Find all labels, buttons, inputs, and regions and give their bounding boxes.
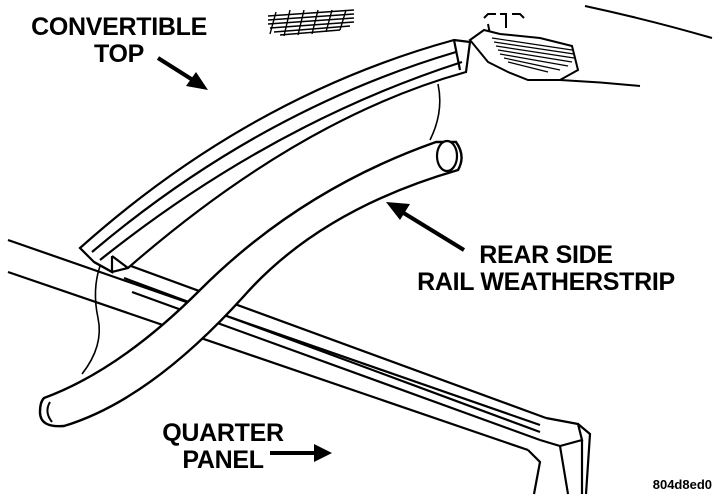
convertible-top-label-line1: CONVERTIBLE [31,13,207,41]
rear-side-label-line2: RAIL WEATHERSTRIP [417,268,675,296]
arrow-rear-side-rail [386,202,466,252]
arrow-convertible-top [156,56,208,90]
quarter-panel-label: QUARTER PANEL [148,420,298,474]
convertible-top-label-line2: TOP [93,40,145,68]
quarter-panel-label-line1: QUARTER [162,419,284,447]
top-fabric [468,28,641,87]
hatched-patch [267,9,355,37]
roof-edge-line [584,5,713,39]
rear-side-label-line1: REAR SIDE [479,241,613,269]
drape-lines [81,83,441,375]
convertible-top-label: CONVERTIBLE TOP [14,14,224,68]
figure-code: 804d8ed0 [652,477,712,492]
arrow-quarter-panel [270,444,332,462]
convertible-top-rail [78,38,472,274]
rear-side-rail-weatherstrip-label: REAR SIDE RAIL WEATHERSTRIP [398,242,694,296]
rear-side-rail-weatherstrip [38,139,463,428]
quarter-panel-label-line2: PANEL [182,446,264,474]
